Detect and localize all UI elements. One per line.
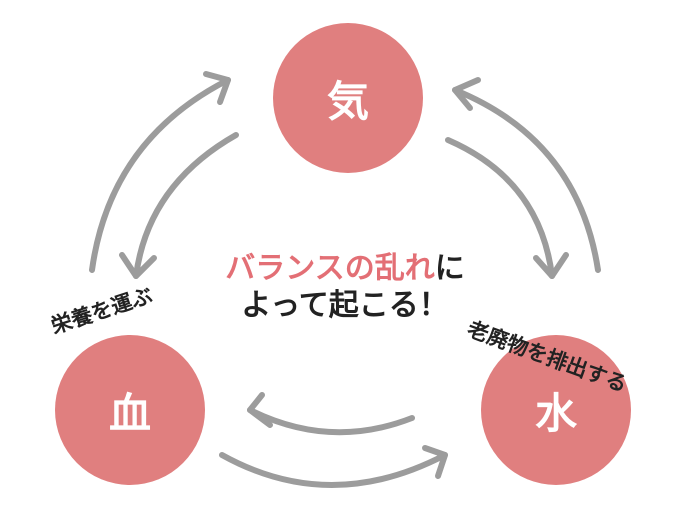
arrow-sui-to-ki-head — [452, 77, 481, 111]
arrow-sui-to-ketsu — [247, 407, 415, 436]
center-message-emphasis: バランスの乱れ — [225, 251, 435, 286]
arrow-ketsu-to-sui — [219, 452, 448, 488]
node-sui: 水 — [481, 335, 631, 485]
center-message-particle: に — [434, 251, 465, 286]
arrow-ki-to-ketsu — [133, 132, 239, 279]
arrow-ketsu-to-ki — [89, 77, 231, 273]
arrow-ki-to-sui — [445, 137, 555, 279]
node-ki-label: 気 — [326, 76, 369, 126]
arrow-ki-to-sui-head — [533, 252, 569, 279]
node-ki: 気 — [273, 23, 423, 173]
center-message-line2: よって起こる！ — [241, 288, 449, 323]
arrow-sui-to-ketsu-head — [247, 392, 273, 428]
arrow-sui-to-ki — [452, 87, 601, 273]
node-ketsu-label: 血 — [108, 388, 151, 438]
arrow-ketsu-to-sui-head — [422, 445, 448, 479]
arrow-ketsu-to-ki-head — [203, 71, 231, 105]
node-ketsu: 血 — [55, 335, 205, 485]
center-message-line1: バランスの乱れに — [180, 254, 510, 284]
arrow-ki-to-ketsu-head — [119, 252, 157, 279]
node-sui-label: 水 — [534, 388, 577, 438]
